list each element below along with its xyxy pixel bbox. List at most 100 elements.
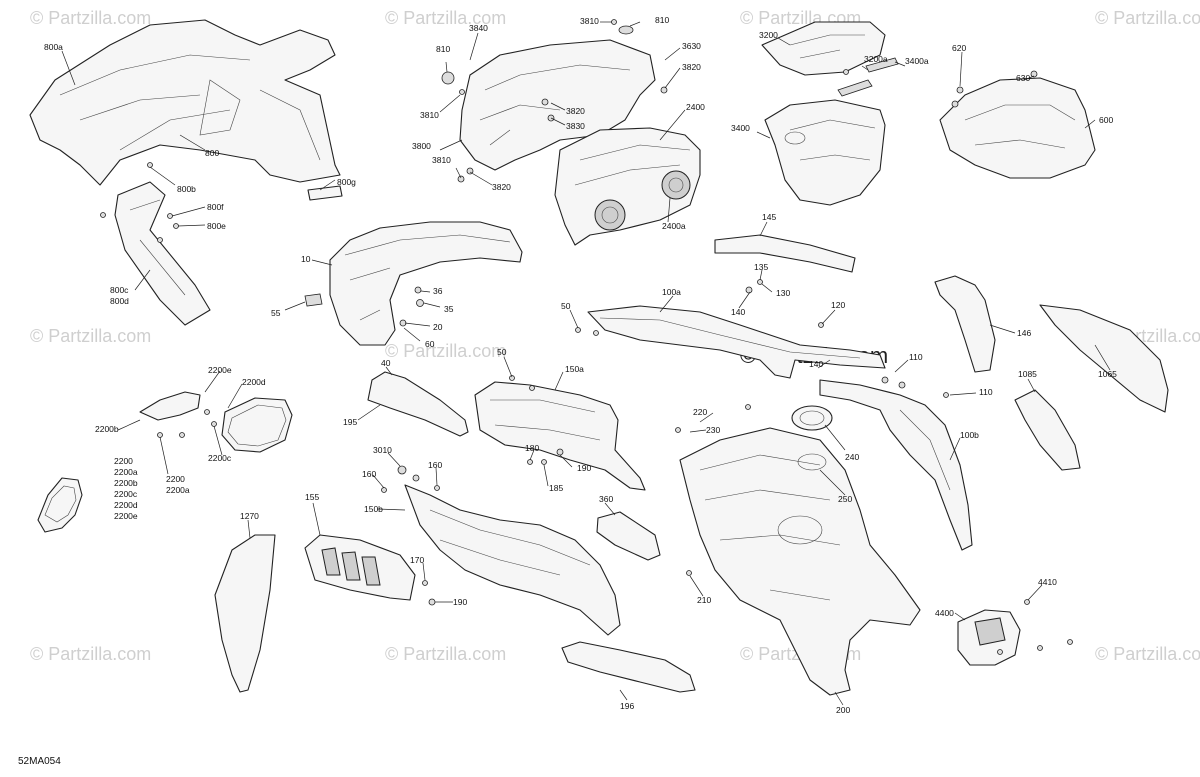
callout-55: 55 — [271, 308, 281, 318]
callout-150b: 150b — [364, 504, 383, 514]
callout-800f: 800f — [207, 202, 224, 212]
callout-60: 60 — [425, 339, 435, 349]
callout-185: 185 — [549, 483, 563, 493]
callout-2200-list-item: 2200e — [114, 511, 138, 521]
callout-4400: 4400 — [935, 608, 954, 618]
side-cover-150a — [474, 381, 646, 491]
diagram-code: 52MA054 — [18, 756, 61, 767]
trim-146 — [934, 275, 996, 373]
callout-110: 110 — [979, 387, 993, 397]
glovebox-600 — [939, 77, 1096, 179]
callout-135: 135 — [754, 262, 768, 272]
callout-3200a: 3200a — [864, 54, 888, 64]
callout-800: 800 — [205, 148, 219, 158]
panel-1270 — [214, 534, 276, 693]
callout-2200b: 2200b — [95, 424, 119, 434]
callout-195: 195 — [343, 417, 357, 427]
callout-2200-list-item: 2200d — [114, 500, 138, 510]
callout-145: 145 — [762, 212, 776, 222]
callout-2200-list-item: 2200 — [114, 456, 133, 466]
callout-2200a: 2200a — [166, 485, 190, 495]
storage-bin-3400 — [764, 57, 899, 206]
callout-190: 190 — [577, 463, 591, 473]
callout-155: 155 — [305, 492, 319, 502]
callout-220: 220 — [693, 407, 707, 417]
watermark-text: © Partzilla.com — [30, 644, 151, 664]
callout-3810: 3810 — [432, 155, 451, 165]
callout-list-2200: 2200 2200a 2200b 2200c 2200d 2200e — [114, 456, 138, 521]
watermark-text: © Partzilla.com — [385, 341, 506, 361]
callout-1065: 1065 — [1098, 369, 1117, 379]
callout-35: 35 — [444, 304, 454, 314]
callout-170: 170 — [410, 555, 424, 565]
fairing-panel-800b — [114, 181, 211, 326]
mirror-2200 — [37, 391, 293, 533]
watermark-text: © Partzilla.com — [30, 326, 151, 346]
callout-800e: 800e — [207, 221, 226, 231]
trim-195 — [367, 371, 469, 437]
callout-1085: 1085 — [1018, 369, 1037, 379]
callout-2200: 2200 — [166, 474, 185, 484]
bracket-360 — [596, 511, 661, 561]
callout-4410: 4410 — [1038, 577, 1057, 587]
callout-250: 250 — [838, 494, 852, 504]
leader-lines — [61, 21, 1111, 706]
side-panel-100b — [819, 379, 973, 551]
callout-2200-list-item: 2200c — [114, 489, 138, 499]
callout-230: 230 — [706, 425, 720, 435]
callout-120: 120 — [831, 300, 845, 310]
callout-50: 50 — [561, 301, 571, 311]
storage-lid-3200 — [761, 21, 886, 76]
callout-40: 40 — [381, 358, 391, 368]
callout-2200-list-item: 2200a — [114, 467, 138, 477]
callout-3820: 3820 — [682, 62, 701, 72]
callout-810: 810 — [655, 15, 669, 25]
watermark-text: © Partzilla.com — [385, 644, 506, 664]
vent-155 — [304, 534, 416, 601]
callout-240: 240 — [845, 452, 859, 462]
control-module-4400 — [957, 609, 1021, 666]
watermark-text: © Partzilla.com — [1095, 8, 1200, 28]
callout-2400a: 2400a — [662, 221, 686, 231]
callout-800c: 800c — [110, 285, 129, 295]
panel-1085 — [1014, 389, 1081, 471]
callout-50: 50 — [497, 347, 507, 357]
center-console-200 — [679, 405, 921, 696]
callout-2400: 2400 — [686, 102, 705, 112]
callout-3810: 3810 — [420, 110, 439, 120]
callout-3820: 3820 — [492, 182, 511, 192]
callout-800d: 800d — [110, 296, 129, 306]
callout-800g: 800g — [337, 177, 356, 187]
watermark-text: © Partzilla.com — [1095, 644, 1200, 664]
dash-housing-10 — [304, 221, 523, 346]
callout-160: 160 — [362, 469, 376, 479]
callout-2200d: 2200d — [242, 377, 266, 387]
callout-600: 600 — [1099, 115, 1113, 125]
callout-labels: 800a 800 800b 800g 800f 800e 800c 800d 3… — [44, 15, 1117, 715]
fasteners — [100, 19, 1073, 655]
callout-3400a: 3400a — [905, 56, 929, 66]
callout-3200: 3200 — [759, 30, 778, 40]
callout-20: 20 — [433, 322, 443, 332]
callout-146: 146 — [1017, 328, 1031, 338]
callout-100b: 100b — [960, 430, 979, 440]
callout-3840: 3840 — [469, 23, 488, 33]
trim-196 — [561, 641, 696, 693]
callout-1270: 1270 — [240, 511, 259, 521]
callout-360: 360 — [599, 494, 613, 504]
callout-2200e: 2200e — [208, 365, 232, 375]
callout-160: 160 — [428, 460, 442, 470]
callout-180: 180 — [525, 443, 539, 453]
callout-3830: 3830 — [566, 121, 585, 131]
callout-3010: 3010 — [373, 445, 392, 455]
callout-630: 630 — [1016, 73, 1030, 83]
callout-800b: 800b — [177, 184, 196, 194]
watermark-text: © Partzilla.com — [30, 8, 151, 28]
callout-100a: 100a — [662, 287, 681, 297]
callout-3800: 3800 — [412, 141, 431, 151]
callout-620: 620 — [952, 43, 966, 53]
callout-3810: 3810 — [580, 16, 599, 26]
headlight-2400 — [554, 127, 701, 246]
watermark-text: © Partzilla.com — [385, 8, 506, 28]
